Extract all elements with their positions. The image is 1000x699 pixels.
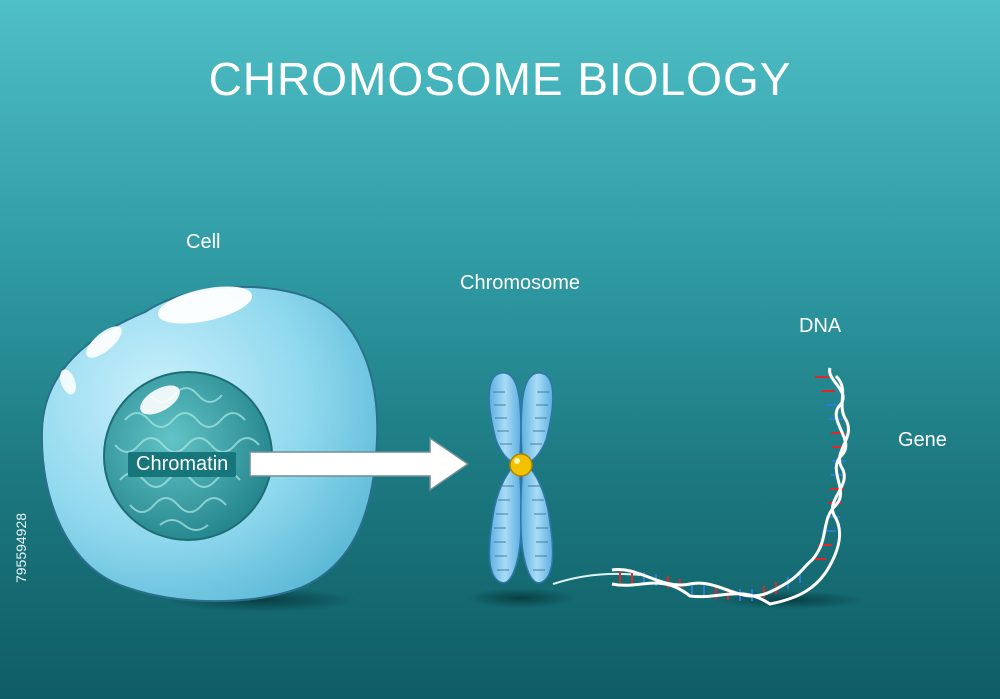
- dna-strand-a: [611, 367, 848, 598]
- dna-strand-b: [611, 374, 850, 606]
- dna-label: DNA: [799, 315, 842, 337]
- page-title: CHROMOSOME BIOLOGY: [208, 53, 792, 105]
- chromosome-label: Chromosome: [460, 272, 581, 294]
- arrow: [249, 436, 470, 492]
- cell-highlight-2: [86, 326, 122, 358]
- chromosome: [488, 372, 554, 584]
- cell-highlight-3: [60, 369, 76, 395]
- dna-base-pairs: [619, 376, 846, 601]
- dna-tail: [552, 572, 641, 585]
- chromatin-label: Chromatin: [128, 452, 237, 477]
- centromere: [509, 453, 533, 477]
- chromosome-shadow: [466, 588, 576, 608]
- cell-highlight: [157, 286, 253, 324]
- dna-helix: [552, 367, 850, 606]
- cell-label: Cell: [186, 231, 221, 253]
- chromosome-bands: [493, 391, 549, 571]
- gene-label: Gene: [898, 429, 947, 451]
- stock-id: 795594928: [13, 512, 30, 584]
- nucleus-highlight: [140, 385, 180, 415]
